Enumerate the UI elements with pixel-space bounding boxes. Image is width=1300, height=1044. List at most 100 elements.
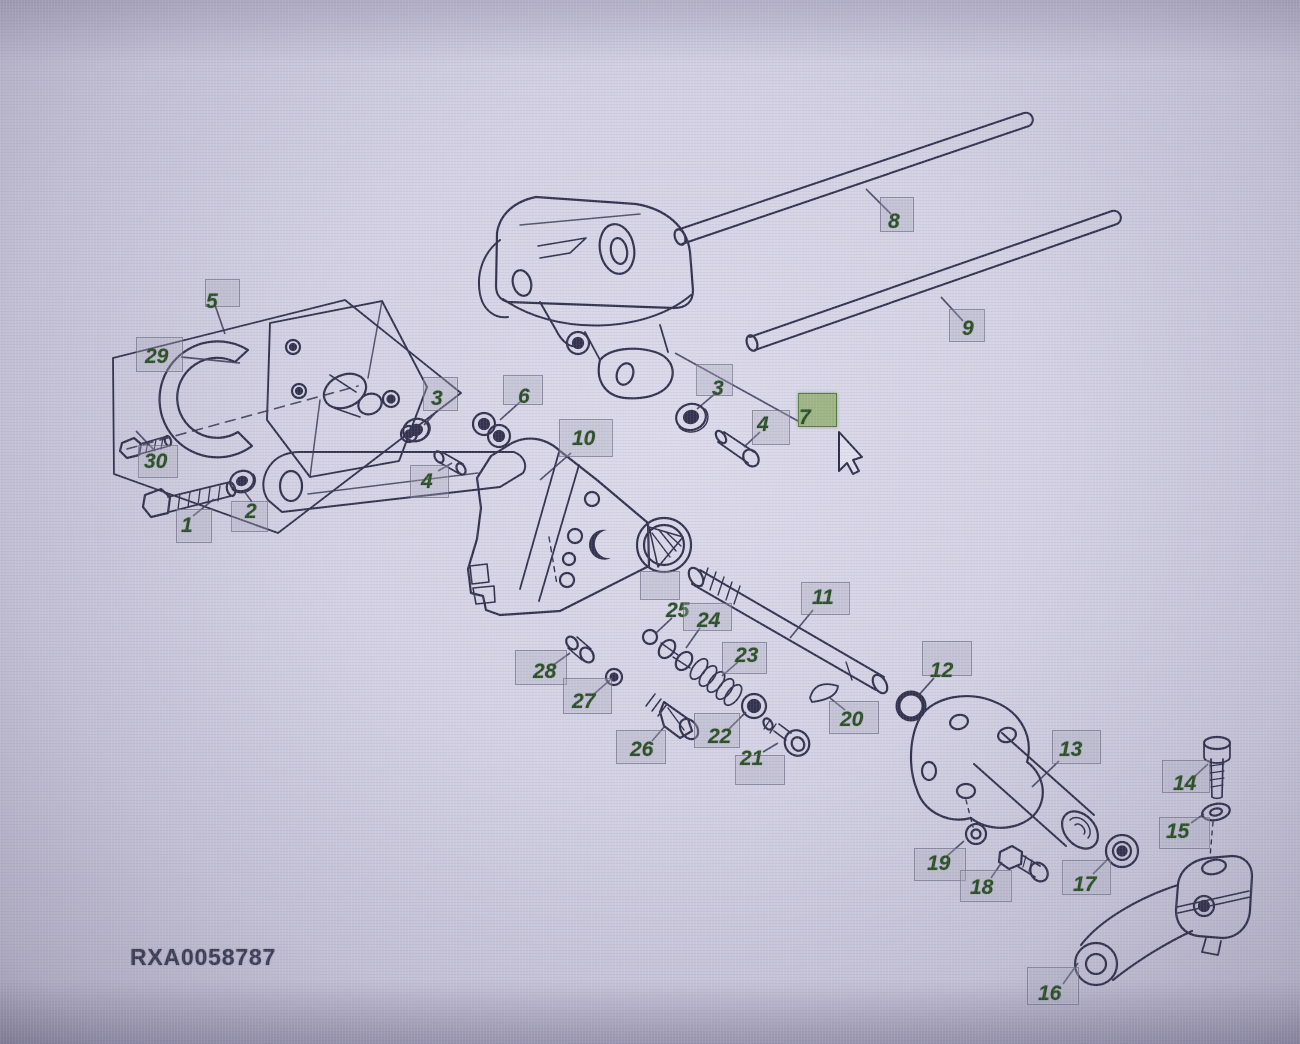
callout-number-30[interactable]: 30 (144, 450, 168, 473)
callout-box-8[interactable] (880, 197, 914, 232)
callout-number-28[interactable]: 28 (533, 660, 557, 683)
callout-box-24[interactable] (683, 603, 732, 631)
callout-number-6[interactable]: 6 (518, 385, 530, 408)
callout-box-1[interactable] (176, 509, 212, 543)
callout-box-4[interactable] (410, 465, 449, 498)
callout-number-14[interactable]: 14 (1173, 772, 1197, 795)
callout-number-3[interactable]: 3 (712, 377, 724, 400)
callout-number-2[interactable]: 2 (245, 500, 257, 523)
callout-number-17[interactable]: 17 (1073, 873, 1097, 896)
leader-line-3 (696, 391, 718, 410)
callout-number-15[interactable]: 15 (1166, 820, 1190, 843)
callout-box-25[interactable] (640, 571, 680, 600)
callout-box-17[interactable] (1062, 860, 1111, 895)
callout-box-28[interactable] (515, 650, 567, 685)
callout-box-22[interactable] (694, 713, 740, 748)
callout-box-26[interactable] (616, 730, 666, 764)
callout-box-13[interactable] (1052, 730, 1101, 764)
callout-box-6[interactable] (503, 375, 543, 405)
callout-box-27[interactable] (563, 678, 612, 714)
callout-box-2[interactable] (231, 501, 268, 532)
callout-box-19[interactable] (914, 848, 966, 881)
part-ring-22 (740, 692, 768, 720)
figure-code: RXA0058787 (130, 944, 277, 970)
mouse-cursor (838, 431, 863, 475)
leader-line-2 (243, 490, 253, 503)
callout-box-20[interactable] (829, 701, 879, 734)
part-bolt-14 (1202, 735, 1232, 800)
part-washer-19 (964, 822, 988, 846)
part-pin-4-right (714, 429, 760, 468)
leader-line-13 (1031, 760, 1060, 788)
part-bracket-arm (262, 451, 527, 513)
callout-box-5[interactable] (205, 279, 240, 307)
callout-box-3[interactable] (696, 364, 733, 396)
part-casting-top (478, 195, 695, 400)
callout-number-10[interactable]: 10 (572, 427, 596, 450)
callout-number-4[interactable]: 4 (757, 413, 769, 436)
callout-number-20[interactable]: 20 (840, 708, 864, 731)
leader-line-14 (1193, 763, 1209, 778)
part-housing-10 (466, 437, 693, 617)
callout-number-23[interactable]: 23 (735, 644, 759, 667)
callout-box-14[interactable] (1162, 760, 1210, 793)
leader-line-28 (551, 652, 571, 667)
callout-number-7[interactable]: 7 (799, 406, 811, 429)
leader-line-7 (674, 352, 799, 422)
leader-line-4 (437, 462, 453, 472)
callout-number-24[interactable]: 24 (697, 609, 721, 632)
callout-box-18[interactable] (960, 870, 1012, 902)
callout-box-4[interactable] (752, 410, 790, 445)
leader-line-20 (829, 697, 846, 711)
leader-line-8 (865, 188, 892, 215)
callout-number-21[interactable]: 21 (740, 747, 764, 770)
callout-number-3[interactable]: 3 (431, 387, 443, 410)
leader-line-5 (214, 304, 226, 335)
callout-number-16[interactable]: 16 (1038, 982, 1062, 1005)
callout-number-9[interactable]: 9 (962, 317, 974, 340)
callout-box-15[interactable] (1159, 817, 1210, 849)
callout-box-23[interactable] (722, 642, 767, 674)
callout-box-29[interactable] (136, 337, 183, 372)
callout-number-8[interactable]: 8 (888, 210, 900, 233)
callout-box-16[interactable] (1027, 967, 1079, 1005)
part-plug-21 (762, 717, 811, 757)
callout-number-26[interactable]: 26 (630, 738, 654, 761)
callout-number-29[interactable]: 29 (145, 345, 169, 368)
callout-number-5[interactable]: 5 (206, 290, 218, 313)
part-nut-2 (229, 469, 257, 494)
callout-box-30[interactable] (138, 445, 178, 478)
part-cylinder-24 (657, 638, 694, 672)
callout-box-12[interactable] (922, 641, 972, 676)
leader-line-1 (192, 498, 215, 517)
callout-number-13[interactable]: 13 (1059, 738, 1083, 761)
callout-box-9[interactable] (949, 309, 985, 342)
part-lever-16 (1073, 854, 1254, 987)
callout-number-11[interactable]: 11 (812, 586, 834, 609)
leader-line-16 (1062, 962, 1079, 985)
leader-line-22 (728, 711, 747, 730)
callout-number-1[interactable]: 1 (181, 514, 193, 537)
leader-line-30 (135, 430, 156, 452)
callout-box-11[interactable] (801, 582, 850, 615)
part-pin-28 (565, 635, 595, 664)
part-bolt-18 (997, 844, 1049, 883)
part-flange-13 (909, 695, 1100, 850)
callout-number-12[interactable]: 12 (930, 659, 954, 682)
part-rod-9 (745, 209, 1122, 352)
callout-number-19[interactable]: 19 (927, 852, 951, 875)
callout-number-18[interactable]: 18 (970, 876, 994, 899)
callout-number-22[interactable]: 22 (708, 725, 732, 748)
part-fitting-26 (645, 693, 700, 741)
part-shaft-11 (687, 566, 889, 695)
callout-box-7[interactable] (798, 393, 837, 427)
leader-line-29 (180, 356, 241, 364)
callout-box-3[interactable] (423, 377, 458, 411)
part-rod-8 (673, 111, 1034, 246)
callout-box-10[interactable] (559, 419, 613, 457)
callout-number-27[interactable]: 27 (572, 690, 596, 713)
callout-box-21[interactable] (735, 755, 785, 785)
callout-number-4[interactable]: 4 (421, 470, 433, 493)
